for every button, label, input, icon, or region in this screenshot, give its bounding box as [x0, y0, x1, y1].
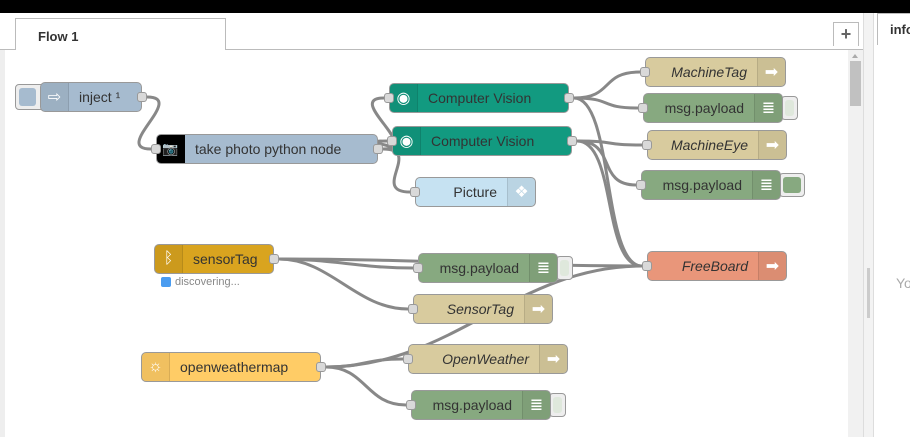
node-debug4[interactable]: msg.payload ≣	[406, 390, 551, 420]
node-photo[interactable]: 📷 take photo python node	[151, 134, 383, 164]
node-label: sensorTag	[193, 251, 258, 267]
node-openweather[interactable]: OpenWeather ➡	[403, 344, 568, 374]
node-label: take photo python node	[195, 141, 342, 157]
node-label: msg.payload	[664, 100, 744, 116]
node-label: MachineTag	[671, 64, 747, 80]
eye-icon: ◉	[390, 84, 418, 112]
input-port[interactable]	[410, 187, 420, 197]
output-port[interactable]	[373, 144, 383, 154]
debug-toggle-button[interactable]	[781, 96, 798, 120]
node-cv1[interactable]: ◉ Computer Vision	[384, 83, 574, 113]
node-label: OpenWeather	[442, 351, 529, 367]
scrollbar-thumb[interactable]	[850, 61, 861, 106]
node-cv2[interactable]: ◉ Computer Vision	[387, 126, 577, 156]
tab-info[interactable]: info	[877, 13, 910, 45]
sidebar-separator[interactable]	[863, 13, 874, 437]
output-port[interactable]	[269, 254, 279, 264]
sidebar-text: Yo	[896, 275, 910, 291]
status-text: discovering...	[175, 276, 240, 288]
node-debug1[interactable]: msg.payload ≣	[638, 93, 783, 123]
input-port[interactable]	[408, 304, 418, 314]
list-icon: ≣	[754, 94, 782, 122]
input-port[interactable]	[636, 180, 646, 190]
node-picture[interactable]: Picture ❖	[410, 177, 536, 207]
node-label: msg.payload	[662, 177, 742, 193]
node-label: msg.payload	[432, 397, 512, 413]
arrow-right-icon: ⇨	[41, 83, 69, 111]
node-machinetag[interactable]: MachineTag ➡	[640, 57, 786, 87]
input-port[interactable]	[642, 140, 652, 150]
input-port[interactable]	[406, 400, 416, 410]
node-machineeye[interactable]: MachineEye ➡	[642, 130, 787, 160]
workspace-tab-bar: Flow 1 +	[0, 13, 864, 51]
input-port[interactable]	[387, 136, 397, 146]
scroll-up-icon[interactable]	[852, 54, 858, 58]
node-sensortag-out[interactable]: SensorTag ➡	[408, 294, 553, 324]
debug-toggle-button[interactable]	[549, 393, 566, 417]
window-top-bar	[0, 0, 910, 13]
dropbox-icon: ❖	[507, 178, 535, 206]
arrow-out-icon: ➡	[539, 345, 567, 373]
node-label: msg.payload	[439, 260, 519, 276]
input-port[interactable]	[151, 144, 161, 154]
input-port[interactable]	[640, 67, 650, 77]
camera-icon: 📷	[157, 135, 185, 163]
node-label: Computer Vision	[428, 90, 532, 106]
node-debug2[interactable]: msg.payload ≣	[636, 170, 781, 200]
node-weather[interactable]: ☼ openweathermap	[141, 352, 326, 382]
output-port[interactable]	[567, 136, 577, 146]
eye-icon: ◉	[393, 127, 421, 155]
input-port[interactable]	[403, 354, 413, 364]
arrow-out-icon: ➡	[757, 58, 785, 86]
node-label: SensorTag	[446, 301, 514, 317]
debug-toggle-button[interactable]	[556, 256, 573, 280]
input-port[interactable]	[384, 93, 394, 103]
sun-icon: ☼	[142, 353, 170, 381]
input-port[interactable]	[638, 103, 648, 113]
node-label: Picture	[453, 184, 497, 200]
arrow-out-icon: ➡	[758, 131, 786, 159]
node-label: inject ¹	[79, 89, 121, 105]
debug-toggle-button[interactable]	[779, 173, 805, 197]
arrow-out-icon: ➡	[758, 252, 786, 280]
node-freeboard[interactable]: FreeBoard ➡	[642, 251, 787, 281]
node-label: Computer Vision	[431, 133, 535, 149]
node-sensortag[interactable]: ᛒ sensorTag	[154, 244, 279, 274]
list-icon: ≣	[529, 254, 557, 282]
status-dot-icon	[161, 277, 171, 287]
output-port[interactable]	[137, 92, 147, 102]
output-port[interactable]	[564, 93, 574, 103]
node-label: openweathermap	[180, 359, 289, 375]
node-label: MachineEye	[670, 137, 748, 153]
node-debug3[interactable]: msg.payload ≣	[413, 253, 558, 283]
input-port[interactable]	[642, 261, 652, 271]
tab-flow-1[interactable]: Flow 1	[15, 18, 226, 51]
list-icon: ≣	[522, 391, 550, 419]
list-icon: ≣	[752, 171, 780, 199]
arrow-out-icon: ➡	[524, 295, 552, 323]
node-label: FreeBoard	[681, 258, 748, 274]
add-flow-button[interactable]: +	[833, 22, 859, 46]
sidebar: info Yo	[874, 13, 910, 437]
node-inject[interactable]: ⇨ inject ¹	[40, 82, 147, 112]
bluetooth-icon: ᛒ	[155, 245, 183, 273]
canvas-vertical-scrollbar[interactable]	[848, 50, 863, 437]
separator-grip[interactable]	[867, 268, 870, 318]
node-status: discovering...	[161, 276, 240, 288]
input-port[interactable]	[413, 263, 423, 273]
output-port[interactable]	[316, 362, 326, 372]
